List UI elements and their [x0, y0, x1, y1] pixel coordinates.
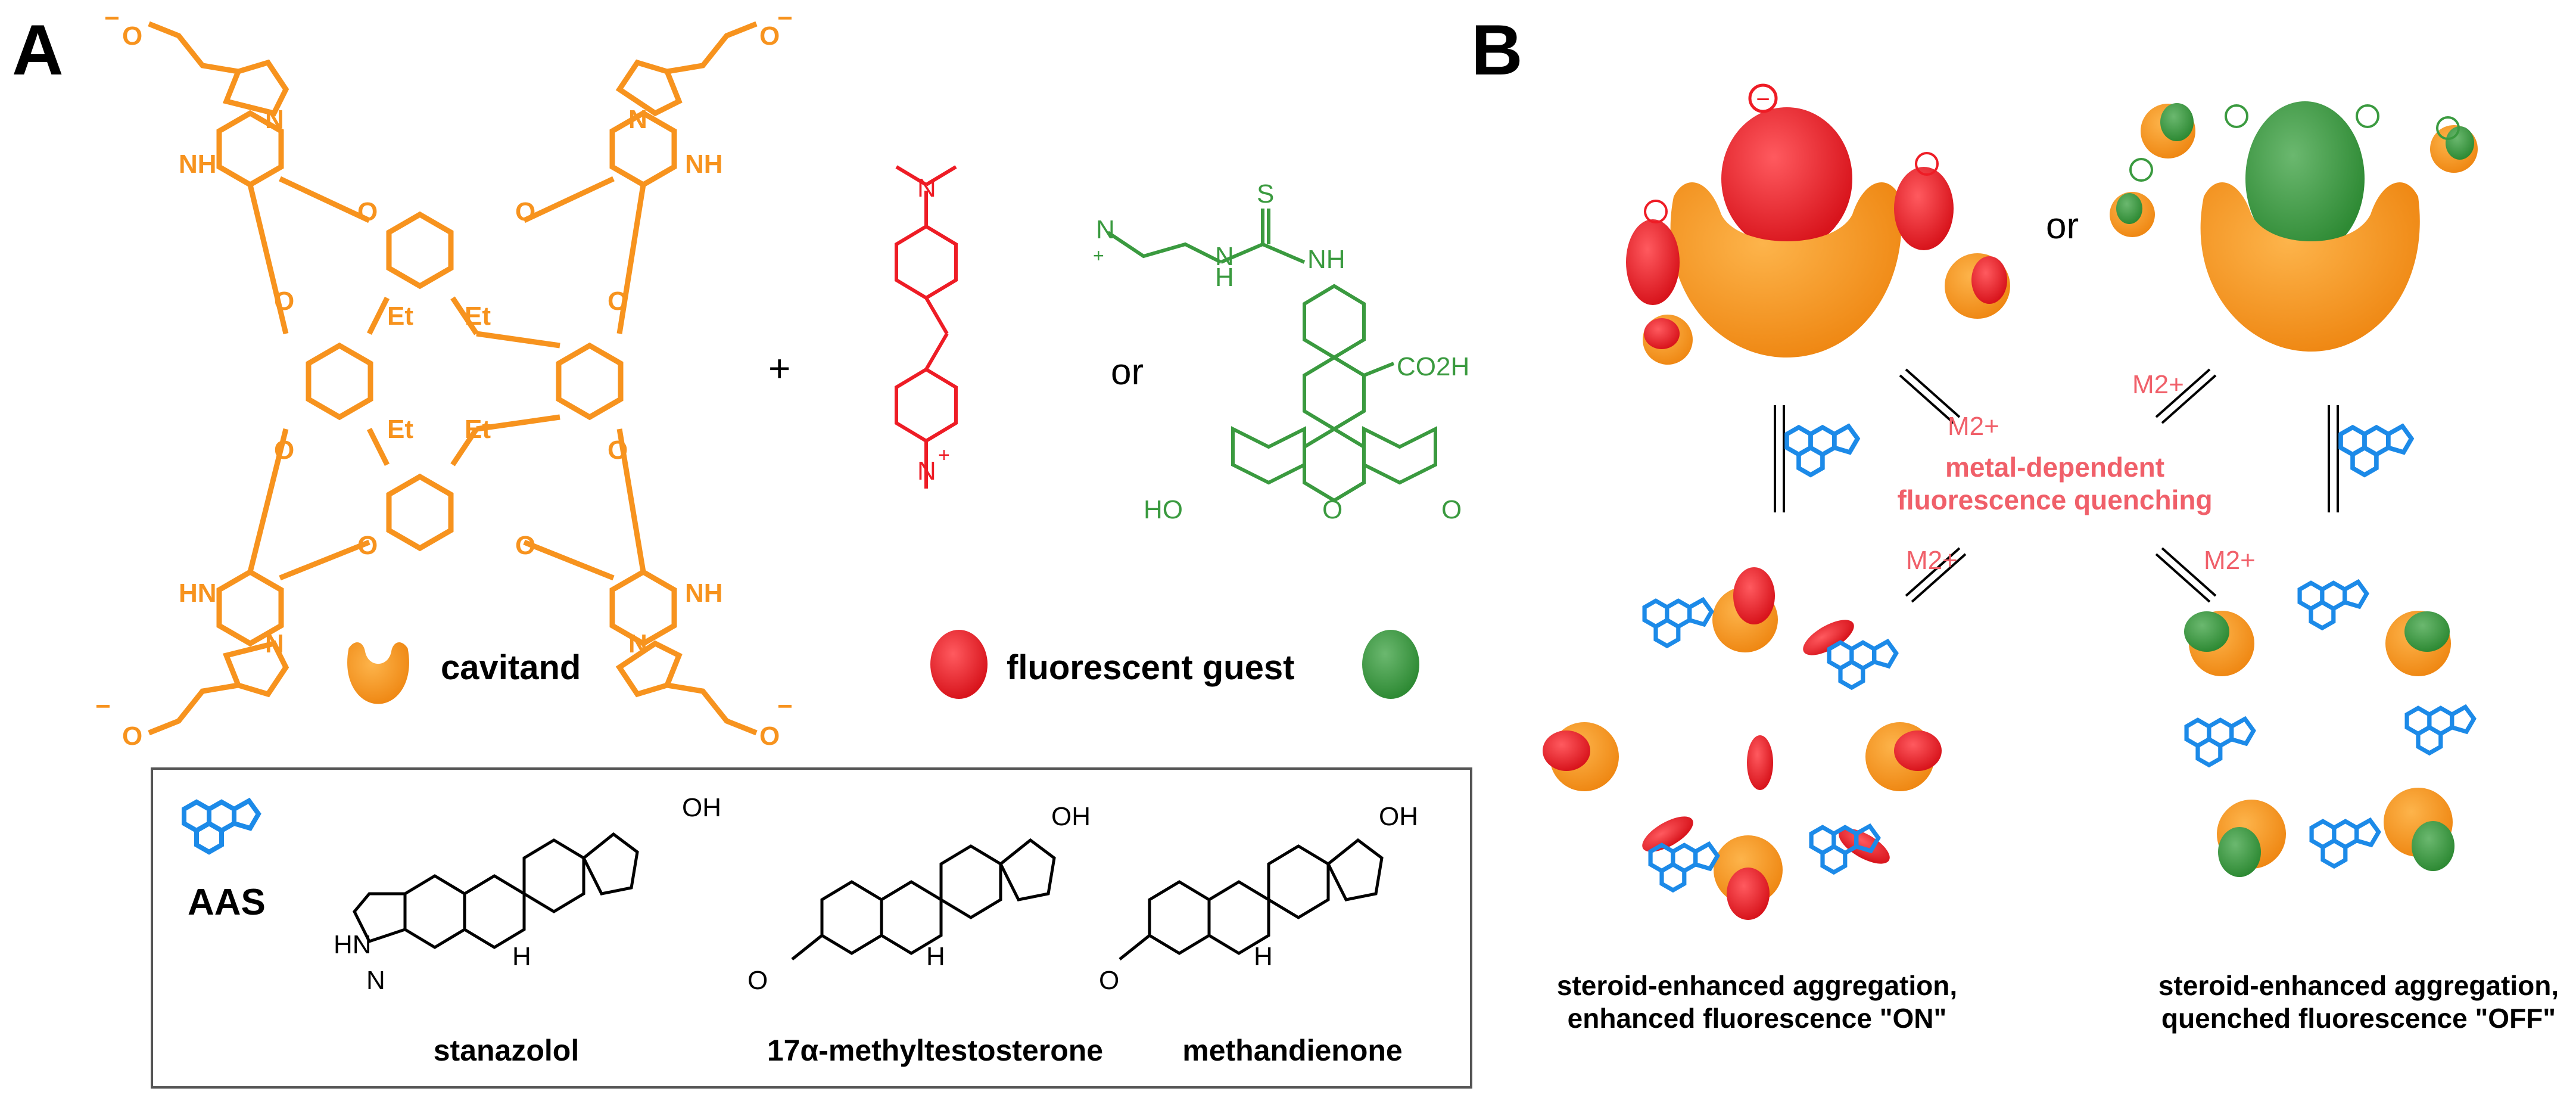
red-dye-structure — [895, 165, 958, 489]
carboxylate-o-label: O — [122, 722, 142, 751]
cavitand-et-label: Et — [465, 415, 491, 444]
cavitand-o-label: O — [515, 197, 535, 226]
green-dye-structure — [1107, 209, 1437, 503]
carboxylate-o-label: O — [759, 21, 780, 51]
green-dye-co2h: CO2H — [1397, 352, 1469, 381]
cavitand-et-label: Et — [387, 301, 413, 331]
steroid-icon — [2407, 707, 2474, 753]
caption-left-line1: steroid-enhanced aggregation, — [1557, 970, 1957, 1001]
cavitand-o-label: O — [608, 436, 628, 465]
m2-label: M2+ — [2132, 370, 2184, 399]
green-dye-h: H — [1215, 263, 1234, 292]
caption-left-line2: enhanced fluorescence "ON" — [1568, 1003, 1947, 1034]
steroid-icon — [1787, 426, 1858, 475]
steroid-icon — [2186, 719, 2254, 765]
steroid-icon — [1644, 600, 1712, 646]
cavitand-o-label: O — [515, 531, 535, 560]
m2-label: M2+ — [1906, 546, 1958, 575]
plus-sign: + — [768, 347, 790, 390]
steroid-o-label: O — [1099, 966, 1119, 995]
green-aggregate — [2184, 611, 2454, 877]
carboxylate-minus: − — [95, 692, 111, 721]
cavitand-nh-label: NH — [685, 579, 723, 608]
red-host-guest-complex-large: − — [1670, 83, 1902, 357]
red-guest-icon — [930, 630, 988, 699]
steroid-structures — [353, 832, 1384, 960]
or-text-a: or — [1111, 352, 1144, 393]
svg-text:−: − — [1756, 86, 1770, 113]
carboxylate-minus: − — [777, 4, 793, 33]
m2-label: M2+ — [2204, 546, 2256, 575]
green-dye-o-ketone: O — [1441, 495, 1462, 524]
cavitand-icon — [347, 642, 409, 704]
steroid-name-methandienone: methandienone — [1182, 1034, 1402, 1067]
steroid-hn-label: HN — [334, 930, 372, 959]
cavitand-hn-label: HN — [179, 579, 217, 608]
carboxylate-minus: − — [777, 692, 793, 721]
steroid-h-label: H — [512, 942, 531, 971]
steroid-oh-label: OH — [1379, 802, 1418, 831]
steroid-icon — [184, 801, 258, 852]
steroid-icon — [2341, 426, 2412, 475]
green-host-guest-complex-large — [2110, 101, 2478, 352]
green-dye-plus: + — [1093, 245, 1104, 266]
center-label-line2: fluorescence quenching — [1897, 484, 2212, 515]
steroid-h-label: H — [1254, 942, 1273, 971]
cavitand-n-label: N — [628, 105, 647, 134]
steroid-icon — [2300, 582, 2367, 628]
cavitand-n-label: N — [265, 105, 284, 134]
steroid-h-label: H — [926, 942, 945, 971]
caption-right-line1: steroid-enhanced aggregation, — [2158, 970, 2559, 1001]
steroid-o-label: O — [747, 966, 768, 995]
cavitand-n-label: N — [628, 629, 647, 658]
green-dye-n: N — [1215, 242, 1234, 271]
red-dye-n-label: N — [917, 173, 936, 203]
equilibrium-arrows — [1774, 368, 2339, 603]
green-dye-nh: NH — [1307, 245, 1345, 274]
panel-letter-a: A — [12, 10, 64, 90]
steroid-n-label: N — [366, 966, 385, 995]
aas-label: AAS — [188, 882, 266, 923]
cavitand-legend-label: cavitand — [441, 648, 581, 687]
cavitand-et-label: Et — [465, 301, 491, 331]
steroid-oh-label: OH — [682, 793, 721, 822]
carboxylate-o-label: O — [759, 722, 780, 751]
caption-right-line2: quenched fluorescence "OFF" — [2161, 1003, 2556, 1034]
center-label-line1: metal-dependent — [1945, 452, 2164, 483]
red-host-guest-complex-small — [1643, 253, 2010, 365]
red-dye-plus: + — [938, 444, 950, 467]
cavitand-nh-label: NH — [685, 150, 723, 179]
green-dye-s: S — [1257, 179, 1274, 209]
steroid-icon — [2312, 820, 2379, 866]
steroid-icon — [1829, 642, 1896, 688]
m2-label: M2+ — [1948, 412, 1999, 441]
carboxylate-o-label: O — [122, 21, 142, 51]
carboxylate-minus: − — [104, 4, 120, 33]
cavitand-nh-label: NH — [179, 150, 217, 179]
red-dye-n-label: N — [917, 456, 936, 486]
steroid-oh-label: OH — [1051, 802, 1091, 831]
or-text-b: or — [2046, 206, 2079, 247]
guest-legend-label: fluorescent guest — [1007, 648, 1294, 687]
panel-letter-b: B — [1471, 10, 1523, 90]
cavitand-o-label: O — [357, 531, 378, 560]
cavitand-o-label: O — [357, 197, 378, 226]
steroid-name-methyltestosterone: 17α-methyltestosterone — [767, 1034, 1103, 1067]
green-guest-icon — [1362, 630, 1419, 699]
cavitand-o-label: O — [274, 436, 294, 465]
red-aggregate — [1543, 567, 1942, 920]
aas-box — [151, 767, 1472, 1089]
green-dye-o-ring: O — [1322, 495, 1342, 524]
cavitand-o-label: O — [608, 287, 628, 316]
cavitand-et-label: Et — [387, 415, 413, 444]
steroid-icon — [1650, 844, 1718, 890]
green-dye-ho: HO — [1144, 495, 1183, 524]
red-guest-free — [1626, 152, 1954, 305]
cavitand-structure — [148, 21, 758, 736]
steroid-name-stanazolol: stanazolol — [434, 1034, 579, 1067]
cavitand-n-label: N — [265, 629, 284, 658]
green-dye-ammonium: N — [1096, 215, 1115, 244]
cavitand-o-label: O — [274, 287, 294, 316]
